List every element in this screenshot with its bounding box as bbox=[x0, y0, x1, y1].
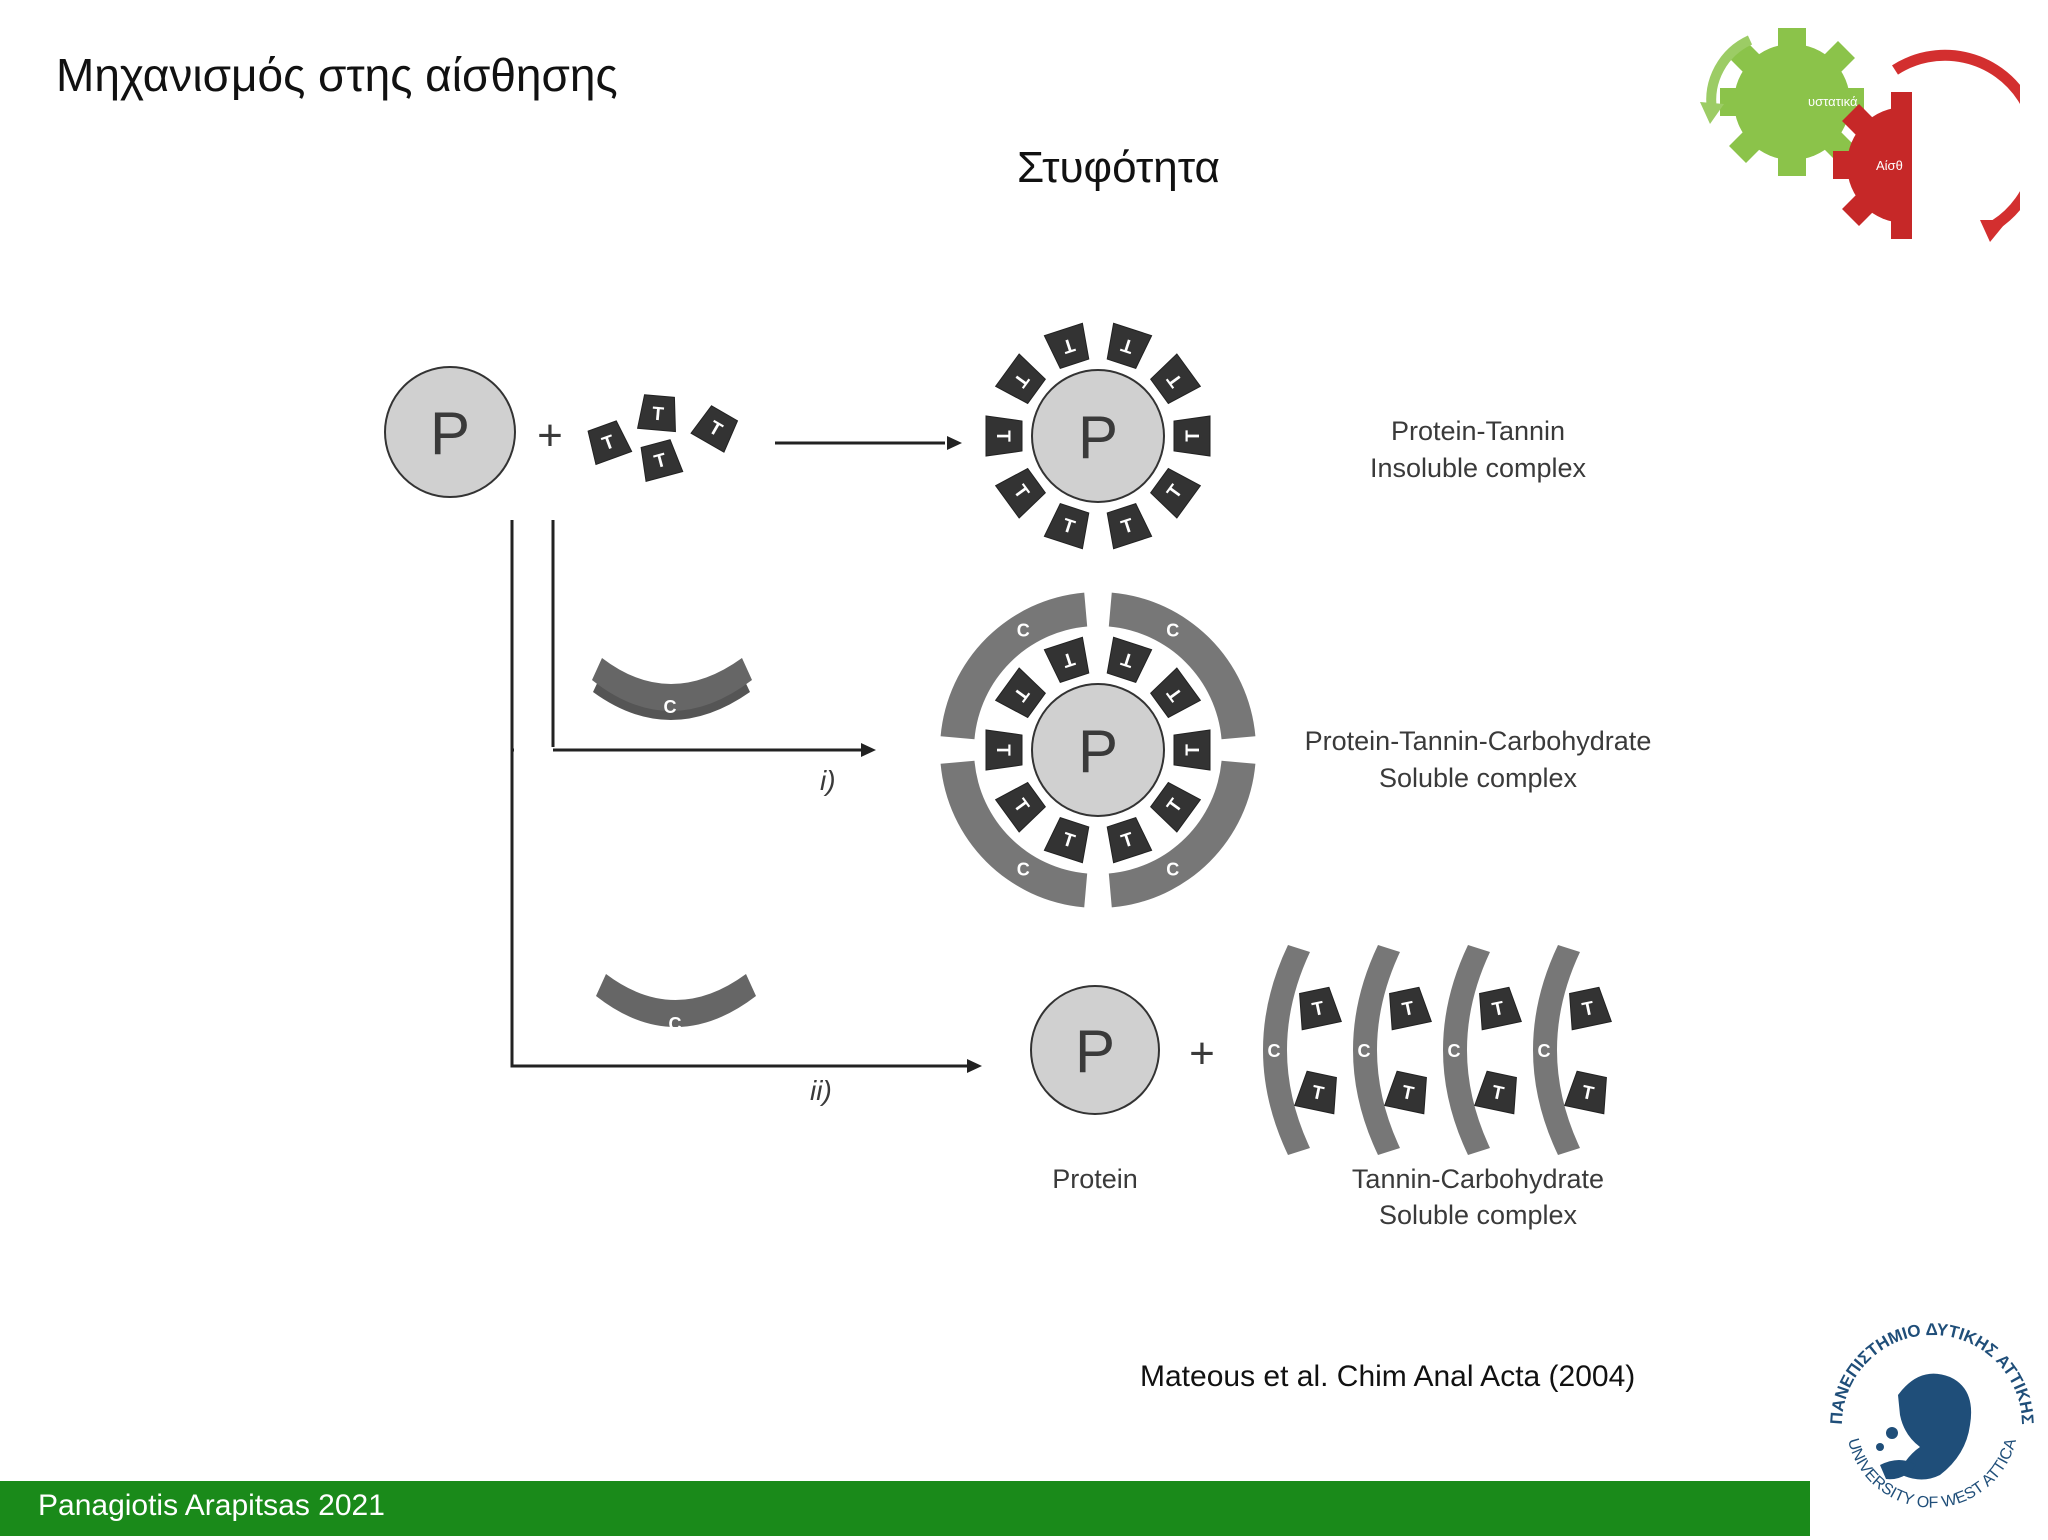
carb-letter: C bbox=[1166, 620, 1179, 640]
tannin-tile: T bbox=[994, 353, 1046, 405]
tannin-tile: T bbox=[994, 667, 1046, 719]
plus-sign-2: + bbox=[1189, 1029, 1215, 1078]
svg-text:T: T bbox=[1183, 430, 1204, 442]
svg-text:T: T bbox=[1490, 1082, 1506, 1105]
carbohydrate-arc bbox=[1353, 945, 1400, 1155]
tannin-tile: T bbox=[1173, 729, 1211, 771]
tannin-tile: T bbox=[1294, 1070, 1337, 1115]
carb-letter-1: C bbox=[664, 697, 677, 717]
svg-text:T: T bbox=[1310, 1082, 1326, 1105]
label-path-ii: ii) bbox=[810, 1075, 832, 1106]
complex2-protein-letter: P bbox=[1078, 718, 1118, 785]
carbohydrate-arc bbox=[1443, 945, 1490, 1155]
carbohydrate-arc bbox=[1533, 945, 1580, 1155]
complex1-protein-letter: P bbox=[1078, 404, 1118, 471]
tannin-tile: T bbox=[1043, 503, 1090, 550]
label-protein: Protein bbox=[1052, 1164, 1138, 1194]
label-insoluble-1: Protein-Tannin bbox=[1391, 416, 1565, 446]
label-tc-2: Soluble complex bbox=[1379, 1200, 1578, 1230]
label-tc-1: Tannin-Carbohydrate bbox=[1352, 1164, 1604, 1194]
tannin-tile: T bbox=[1150, 667, 1202, 719]
footer-author: Panagiotis Arapitsas 2021 bbox=[38, 1489, 385, 1522]
tannin-tile: T bbox=[985, 415, 1023, 457]
tannin-tile: T bbox=[1150, 467, 1202, 519]
tannin-tile: T bbox=[1150, 781, 1202, 833]
svg-text:T: T bbox=[1490, 998, 1506, 1021]
tannin-tile: T bbox=[1106, 636, 1153, 683]
svg-text:T: T bbox=[1400, 998, 1416, 1021]
label-soluble-2: Soluble complex bbox=[1379, 763, 1578, 793]
svg-text:T: T bbox=[1310, 998, 1326, 1021]
plus-sign: + bbox=[537, 411, 563, 460]
tannin-tile: T bbox=[1384, 1070, 1427, 1115]
carbohydrate-arc bbox=[940, 760, 1088, 908]
carb-letter-2: C bbox=[669, 1014, 682, 1034]
slide-title: Μηχανισμός στης αίσθησης bbox=[56, 49, 618, 101]
label-soluble-1: Protein-Tannin-Carbohydrate bbox=[1305, 726, 1652, 756]
tannin-tile: T bbox=[1106, 817, 1153, 864]
free-carbohydrate-2: C bbox=[596, 974, 756, 1034]
tannin-tile: T bbox=[1474, 1070, 1517, 1115]
green-gear-label: υστατικά bbox=[1808, 94, 1858, 109]
carb-letter: C bbox=[1358, 1041, 1371, 1061]
carb-letter: C bbox=[1538, 1041, 1551, 1061]
protein-letter: P bbox=[430, 400, 470, 467]
tannin-tile: T bbox=[1150, 353, 1202, 405]
red-gear-label: Αίσθ bbox=[1876, 158, 1903, 173]
tannin-tile: T bbox=[1106, 503, 1153, 550]
free-protein-letter: P bbox=[1075, 1018, 1115, 1085]
tannin-tile: T bbox=[1564, 1070, 1607, 1115]
svg-text:T: T bbox=[992, 430, 1013, 442]
protein-circle bbox=[384, 366, 516, 498]
carb-letter: C bbox=[1017, 620, 1030, 640]
label-insoluble-2: Insoluble complex bbox=[1370, 453, 1587, 483]
svg-text:T: T bbox=[992, 744, 1013, 756]
tannin-tile: T bbox=[1043, 636, 1090, 683]
svg-text:T: T bbox=[1580, 1082, 1596, 1105]
tannin-tile: T bbox=[1479, 986, 1522, 1031]
green-gear-icon: υστατικά bbox=[1720, 28, 1864, 176]
label-path-i: i) bbox=[820, 765, 836, 796]
tannin-tile: T bbox=[994, 467, 1046, 519]
free-tannin-group bbox=[583, 393, 742, 482]
carbohydrate-arc bbox=[1263, 945, 1310, 1155]
svg-text:T: T bbox=[1580, 998, 1596, 1021]
tannin-tile: T bbox=[1173, 415, 1211, 457]
free-protein-circle bbox=[1030, 985, 1160, 1115]
university-logo: ΠΑΝΕΠΙΣΤΗΜΙΟ ΔΥΤΙΚΗΣ ΑΤΤΙΚΗΣ UNIVERSITY … bbox=[1820, 1315, 2045, 1535]
svg-text:T: T bbox=[1183, 744, 1204, 756]
cycle-logo: υστατικά Αίσθ bbox=[1690, 20, 2020, 260]
tannin-tile: T bbox=[1106, 322, 1153, 369]
slide-subtitle: Στυφότητα bbox=[1017, 143, 1220, 192]
svg-text:T: T bbox=[1400, 1082, 1416, 1105]
carbohydrate-arc bbox=[940, 592, 1088, 740]
tannin-tile: T bbox=[1389, 986, 1432, 1031]
tannin-tile: T bbox=[1299, 986, 1342, 1031]
carb-letter: C bbox=[1017, 860, 1030, 880]
carb-letter: C bbox=[1268, 1041, 1281, 1061]
free-carbohydrate-1: C bbox=[592, 658, 752, 720]
tannin-tile: T bbox=[985, 729, 1023, 771]
tannin-tile: T bbox=[994, 781, 1046, 833]
footer-bar: Panagiotis Arapitsas 2021 bbox=[0, 1481, 1810, 1536]
uni-emblem-icon bbox=[1876, 1373, 1972, 1480]
carbohydrate-arc bbox=[1108, 760, 1256, 908]
path-i-arrow bbox=[551, 520, 863, 752]
path-ii-arrow bbox=[510, 520, 968, 1068]
tannin-tile: T bbox=[1043, 322, 1090, 369]
citation: Mateous et al. Chim Anal Acta (2004) bbox=[1140, 1360, 1636, 1393]
carb-letter: C bbox=[1448, 1041, 1461, 1061]
tannin-carbohydrate-complex: C T T C T T C T T C T T bbox=[1263, 945, 1612, 1155]
carb-letter: C bbox=[1166, 860, 1179, 880]
tannin-tile: T bbox=[1043, 817, 1090, 864]
carbohydrate-arc bbox=[1108, 592, 1256, 740]
tannin-tile: T bbox=[1569, 986, 1612, 1031]
